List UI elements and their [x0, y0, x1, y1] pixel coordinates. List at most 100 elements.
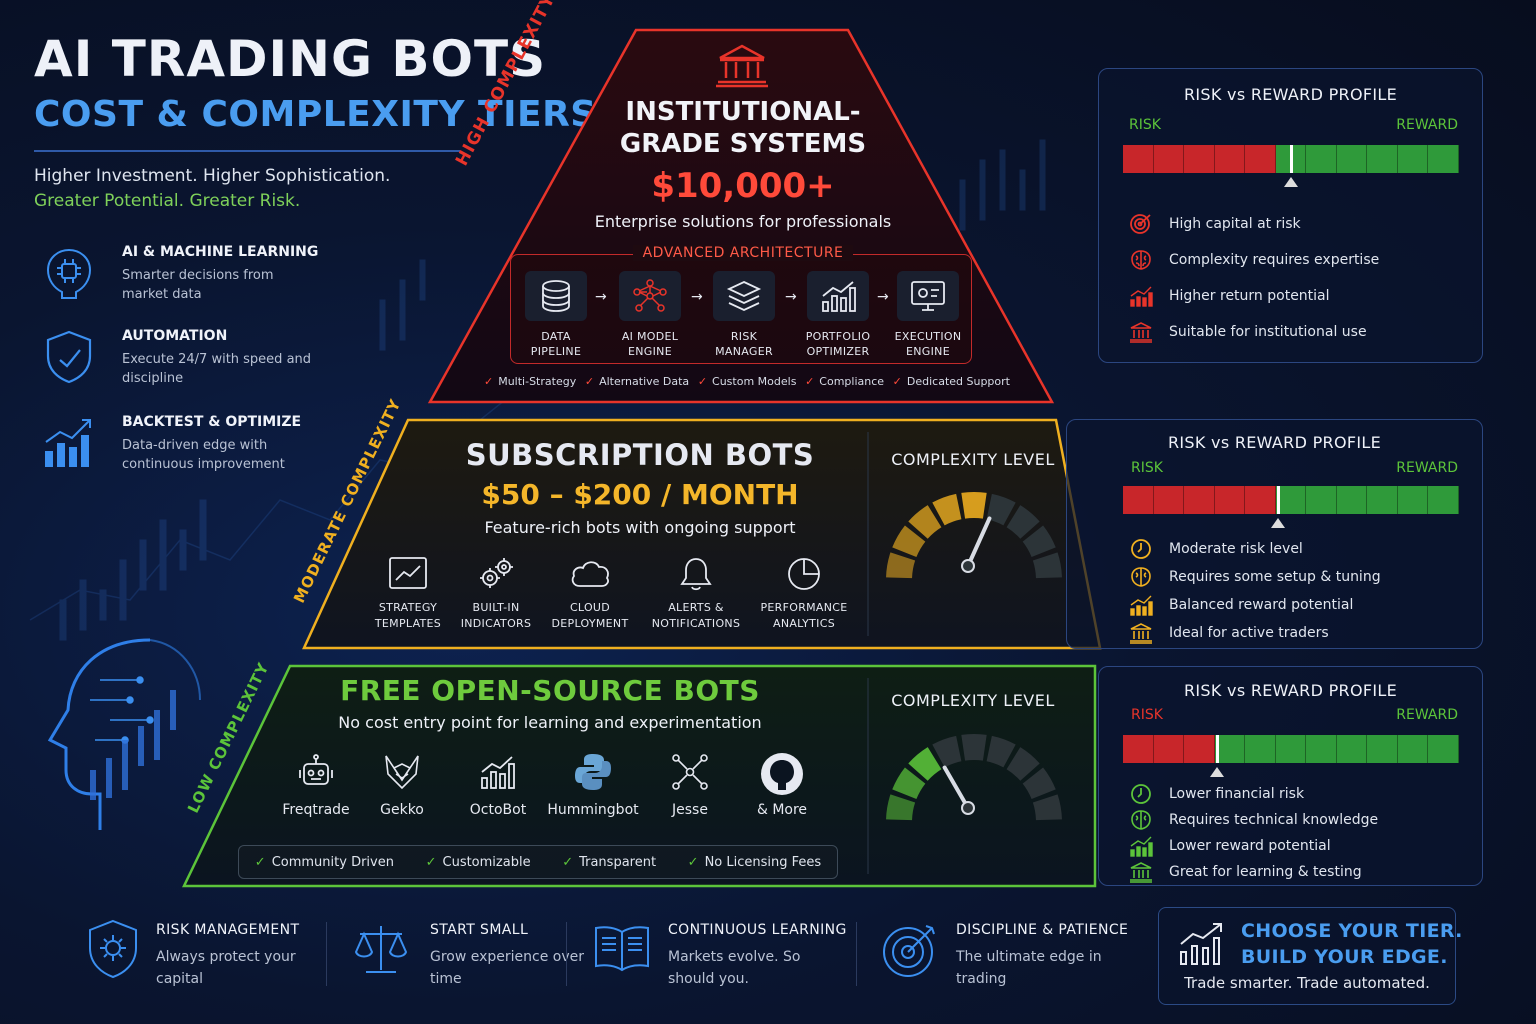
clock-icon — [1127, 783, 1155, 805]
gauge-segment — [1006, 505, 1040, 539]
gauge-segment — [1022, 525, 1056, 558]
clock-icon — [1127, 538, 1155, 560]
feature-backtest: BACKTEST & OPTIMIZE Data-driven edge wit… — [40, 414, 340, 484]
ai-head-illustration — [47, 638, 201, 830]
tagline-primary: Higher Investment. Higher Sophistication… — [34, 166, 391, 186]
cta-line-3: Trade smarter. Trade automated. — [1184, 974, 1430, 992]
risk-bar-segment — [1367, 735, 1398, 763]
tier-low-desc: No cost entry point for learning and exp… — [338, 713, 762, 732]
book-icon — [595, 926, 649, 972]
gauge-segment — [892, 767, 926, 800]
risk-item: Requires technical knowledge — [1127, 809, 1378, 831]
risk-bar-segment — [1123, 486, 1154, 514]
check-item: ✓Community Driven — [254, 854, 394, 870]
title-divider — [34, 150, 460, 152]
risk-bar-segment — [1275, 486, 1307, 514]
risk-bar-segment — [1245, 486, 1276, 514]
gauge-hub — [961, 559, 975, 573]
gauge-segment — [886, 552, 916, 579]
tier-low-title: FREE OPEN-SOURCE BOTS — [340, 674, 760, 707]
risk-label: RISK — [1131, 460, 1163, 476]
gauge-segment — [932, 493, 962, 526]
risk-bar-segment — [1184, 486, 1215, 514]
tier-mid-desc: Feature-rich bots with ongoing support — [484, 518, 796, 537]
gears-icon — [480, 558, 513, 588]
check-item: ✓Alternative Data — [584, 375, 690, 388]
page-subtitle: COST & COMPLEXITY TIERS — [34, 94, 597, 135]
reward-label: REWARD — [1396, 460, 1458, 476]
reward-label: REWARD — [1396, 117, 1458, 133]
tier-mid-title: SUBSCRIPTION BOTS — [465, 438, 815, 472]
risk-item: Suitable for institutional use — [1127, 321, 1367, 343]
risk-item: Requires some setup & tuning — [1127, 566, 1381, 588]
tier-mid-price: $50 – $200 / MONTH — [481, 478, 799, 511]
risk-item: Ideal for active traders — [1127, 622, 1329, 644]
risk-panel-mid: RISK vs REWARD PROFILE RISK REWARD Moder… — [1066, 419, 1483, 649]
bank-icon — [1127, 622, 1155, 644]
neural-network-icon — [633, 279, 667, 312]
monitor-icon — [911, 281, 945, 311]
risk-bar-segment — [1397, 486, 1429, 514]
risk-bar-segment — [1184, 735, 1215, 763]
complexity-gauge-low — [886, 734, 1062, 821]
feature-desc: Smarter decisions from market data — [122, 268, 274, 302]
bar-chart-icon — [822, 281, 856, 312]
reward-label: REWARD — [1396, 707, 1458, 723]
gauge-segment — [886, 794, 916, 821]
bot-jesse: Jesse — [640, 752, 740, 818]
pie-chart-icon — [788, 558, 820, 590]
risk-marker — [1290, 145, 1293, 173]
check-item: ✓Custom Models — [697, 375, 797, 388]
bot-freqtrade: Freqtrade — [266, 752, 366, 818]
bar-chart-icon — [481, 756, 515, 789]
bot-hummingbot: Hummingbot — [543, 752, 643, 818]
risk-item: Balanced reward potential — [1127, 594, 1353, 616]
cloud-icon — [571, 561, 609, 587]
brain-icon — [1127, 566, 1155, 588]
database-icon — [542, 280, 570, 312]
risk-reward-bar — [1123, 486, 1460, 528]
bank-icon — [716, 42, 768, 92]
tier-high-price: $10,000+ — [651, 166, 835, 206]
risk-bar-segment — [1153, 735, 1185, 763]
risk-bar-segment — [1336, 145, 1368, 173]
tip-start-small: START SMALL Grow experience over time — [352, 918, 584, 998]
risk-label: RISK — [1129, 117, 1161, 133]
risk-marker — [1276, 486, 1280, 514]
gauge-segment — [1032, 552, 1062, 579]
fox-icon — [385, 755, 419, 790]
tip-discipline-patience: DISCIPLINE & PATIENCE The ultimate edge … — [880, 918, 1140, 998]
gauge-segment — [961, 734, 987, 761]
risk-bar-segment — [1367, 486, 1398, 514]
architecture-label: ADVANCED ARCHITECTURE — [560, 245, 926, 261]
check-item: ✓Multi-Strategy — [484, 375, 577, 388]
shield-gear-icon — [89, 919, 137, 979]
growth-chart-icon — [1127, 594, 1155, 616]
tip-continuous-learning: CONTINUOUS LEARNING Markets evolve. So s… — [592, 918, 852, 998]
divider — [326, 922, 327, 986]
risk-reward-bar — [1123, 145, 1460, 187]
tier-low-checks: ✓Community Driven ✓Customizable ✓Transpa… — [238, 845, 838, 879]
shield-check-icon — [40, 328, 98, 386]
page-title: AI TRADING BOTS — [34, 30, 547, 88]
feature-automation: AUTOMATION Execute 24/7 with speed and d… — [40, 328, 340, 398]
bot-gekko: Gekko — [352, 752, 452, 818]
gauge-segment — [961, 492, 987, 519]
risk-marker-pointer — [1210, 767, 1225, 777]
gauge-segment — [908, 747, 942, 781]
brain-icon — [1127, 809, 1155, 831]
divider — [856, 922, 857, 986]
risk-marker-pointer — [1270, 518, 1285, 528]
risk-bar-segment — [1428, 735, 1460, 763]
tier-high-checks: ✓Multi-Strategy ✓Alternative Data ✓Custo… — [484, 375, 1010, 388]
risk-bar-segment — [1184, 145, 1215, 173]
risk-item: Moderate risk level — [1127, 538, 1303, 560]
risk-item: Lower reward potential — [1127, 835, 1331, 857]
risk-reward-bar — [1123, 735, 1460, 777]
target-icon — [883, 925, 935, 977]
